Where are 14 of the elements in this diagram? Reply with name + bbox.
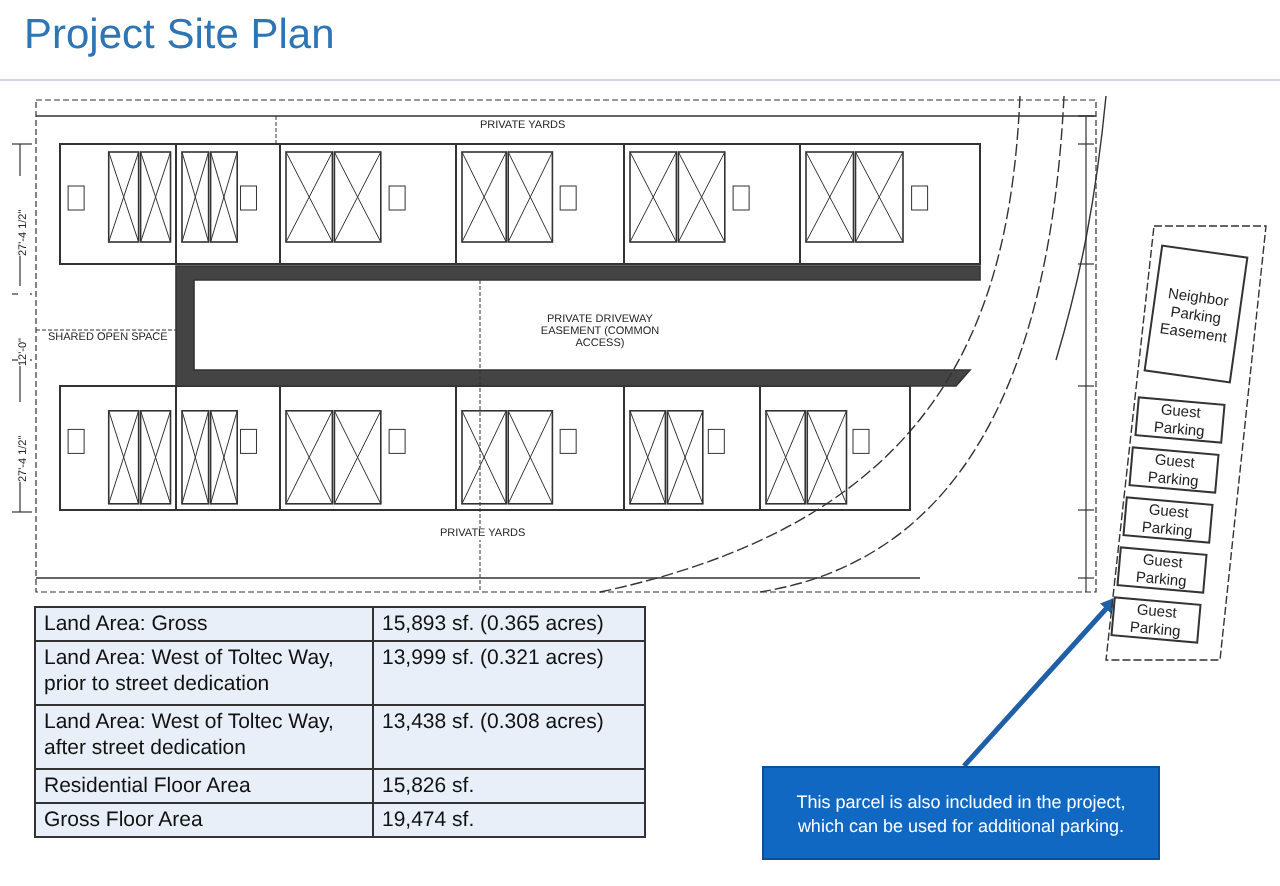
area-value: 15,893 sf. (0.365 acres) bbox=[372, 606, 646, 642]
area-name: Land Area: West of Toltec Way, after street dedication bbox=[34, 704, 374, 770]
callout-box: This parcel is also included in the project, which can be used for additional parking. bbox=[762, 766, 1160, 860]
area-name: Land Area: Gross bbox=[34, 606, 374, 642]
area-value: 13,438 sf. (0.308 acres) bbox=[372, 704, 646, 770]
parcel-area bbox=[1106, 226, 1266, 660]
area-value: 19,474 sf. bbox=[372, 802, 646, 838]
area-name: Residential Floor Area bbox=[34, 768, 374, 804]
area-value: 15,826 sf. bbox=[372, 768, 646, 804]
area-name: Land Area: West of Toltec Way, prior to street dedication bbox=[34, 640, 374, 706]
area-value: 13,999 sf. (0.321 acres) bbox=[372, 640, 646, 706]
callout-arrow bbox=[962, 597, 1117, 768]
area-name: Gross Floor Area bbox=[34, 802, 374, 838]
page-title: Project Site Plan bbox=[24, 12, 335, 60]
